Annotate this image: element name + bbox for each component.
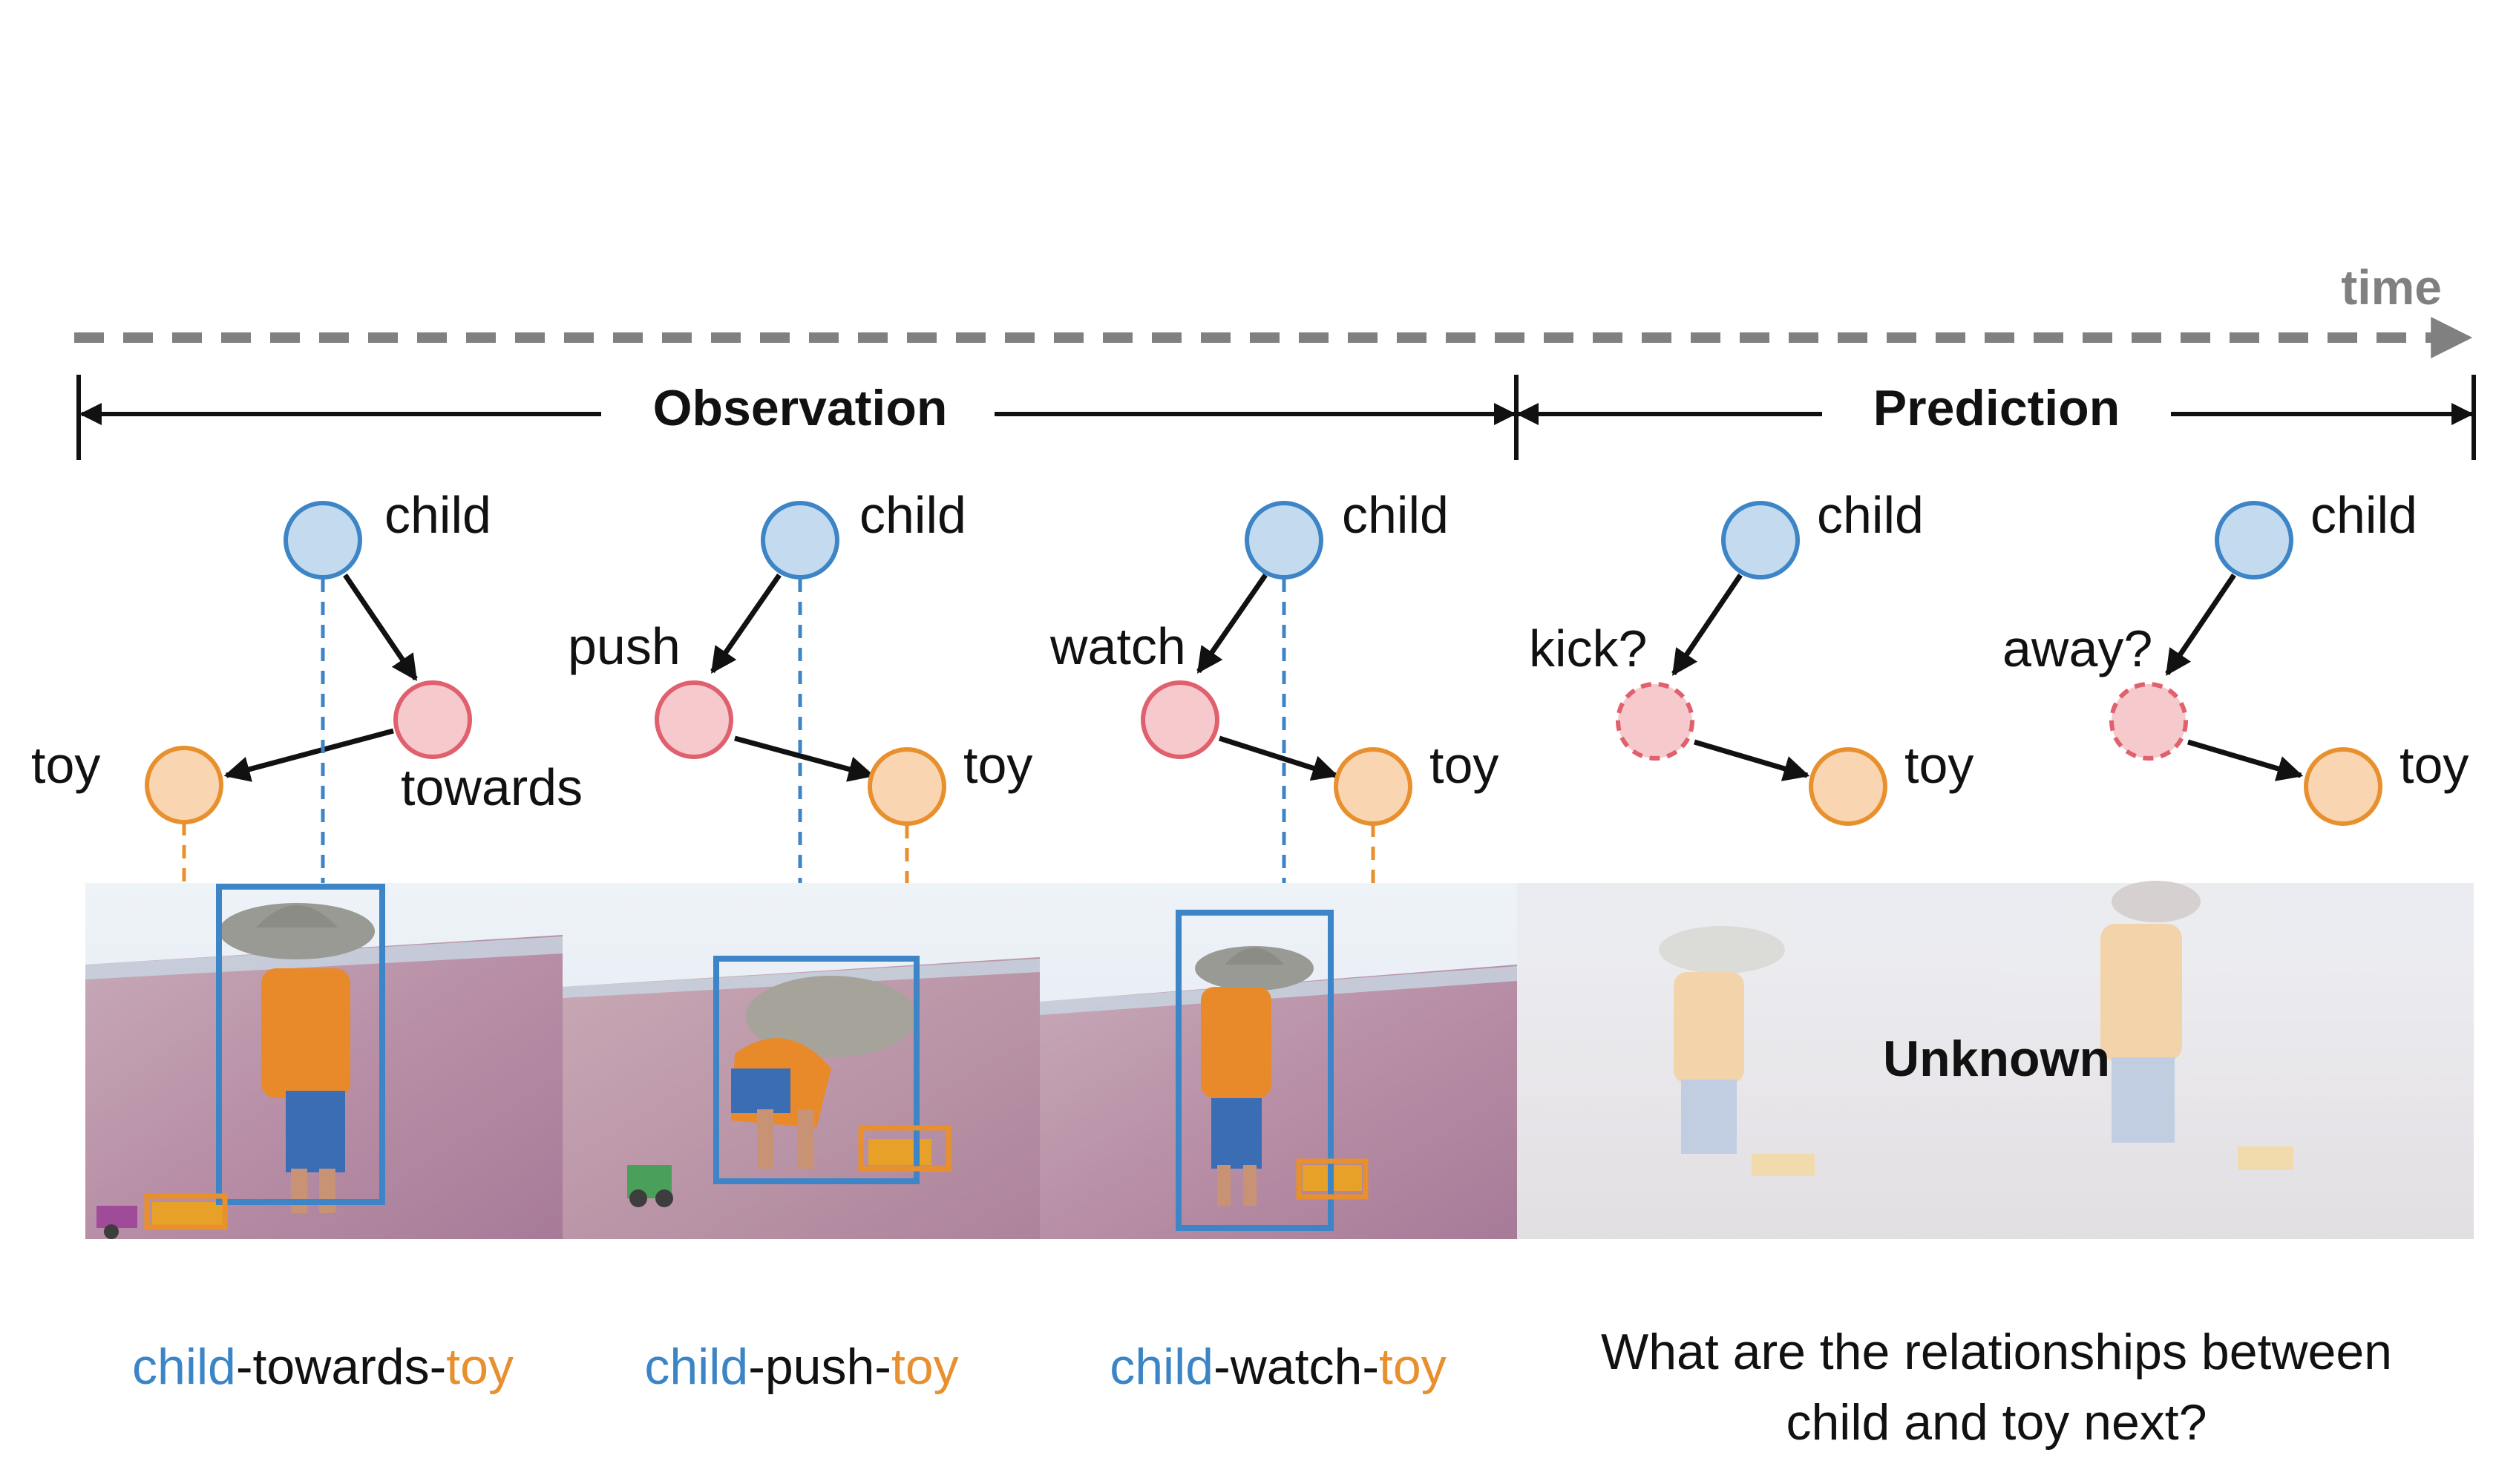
predicted-relation-node <box>2109 682 2188 761</box>
child-label: child <box>1817 486 1924 544</box>
toy-label: toy <box>2400 736 2469 794</box>
video-frame-3 <box>1040 883 1517 1239</box>
caption-object: toy <box>891 1339 959 1395</box>
child-node <box>2215 501 2293 580</box>
toy-bounding-box <box>1296 1158 1369 1200</box>
time-label: time <box>2341 260 2442 315</box>
prediction-bracket: Prediction <box>1516 375 2476 460</box>
relation-label: watch <box>1049 617 1186 675</box>
toy-label: toy <box>1904 736 1973 794</box>
predicted-relation-node <box>1616 682 1694 761</box>
child-bounding-box <box>713 956 920 1184</box>
toy-label: toy <box>1429 736 1498 794</box>
caption-object: toy <box>446 1339 514 1395</box>
child-label: child <box>2310 486 2417 544</box>
caption-object: toy <box>1379 1339 1447 1395</box>
observation-bracket: Observation <box>76 375 1519 460</box>
caption-subject: child <box>132 1339 236 1395</box>
child-node <box>1245 501 1323 580</box>
relation-label: towards <box>401 758 583 816</box>
video-frame-1 <box>85 883 563 1239</box>
caption-relation: -towards- <box>236 1339 446 1395</box>
caption-2: child-push-toy <box>644 1339 958 1395</box>
caption-subject: child <box>644 1339 748 1395</box>
future-frame-1 <box>1517 883 1997 1239</box>
time-axis: time <box>74 260 2473 358</box>
child-node <box>761 501 839 580</box>
toy-bounding-box <box>858 1125 951 1172</box>
video-frame-2 <box>563 883 1040 1239</box>
relation-label: kick? <box>1529 620 1647 677</box>
toy-label: toy <box>31 736 100 794</box>
scene-graph-4: child kick? toy <box>1529 486 1973 826</box>
question-line-1: What are the relationships between <box>1601 1324 2392 1380</box>
caption-relation: -push- <box>748 1339 891 1395</box>
relation-node <box>655 680 733 759</box>
toy-node <box>868 747 946 826</box>
relation-node <box>393 680 472 759</box>
unknown-label: Unknown <box>1883 1031 2110 1087</box>
child-label: child <box>859 486 966 544</box>
observation-label: Observation <box>653 380 948 436</box>
child-bounding-box <box>216 884 385 1205</box>
scene-graph-5: child away? toy <box>2002 486 2469 826</box>
toy-node <box>1334 747 1412 826</box>
child-label: child <box>1342 486 1449 544</box>
scene-graph-2: child push toy <box>568 486 1032 1135</box>
future-frame-2 <box>1997 881 2474 1239</box>
toy-bounding-box <box>144 1193 228 1230</box>
toy-label: toy <box>963 736 1032 794</box>
child-node <box>284 501 362 580</box>
toy-node <box>1809 747 1887 826</box>
caption-1: child-towards-toy <box>132 1339 514 1395</box>
scene-graph-3: child watch toy <box>1049 486 1498 1161</box>
child-node <box>1721 501 1800 580</box>
caption-subject: child <box>1110 1339 1213 1395</box>
prediction-label: Prediction <box>1873 380 2120 436</box>
caption-3: child-watch-toy <box>1110 1339 1447 1395</box>
scene-graph-1: child towards toy <box>31 486 583 1202</box>
caption-relation: -watch- <box>1213 1339 1379 1395</box>
relation-label: push <box>568 617 681 675</box>
relation-node <box>1141 680 1219 759</box>
child-label: child <box>384 486 491 544</box>
question-line-2: child and toy next? <box>1786 1394 2207 1451</box>
toy-node <box>2304 747 2382 826</box>
child-bounding-box <box>1176 910 1334 1231</box>
toy-node <box>145 746 223 824</box>
relation-label: away? <box>2002 620 2152 677</box>
